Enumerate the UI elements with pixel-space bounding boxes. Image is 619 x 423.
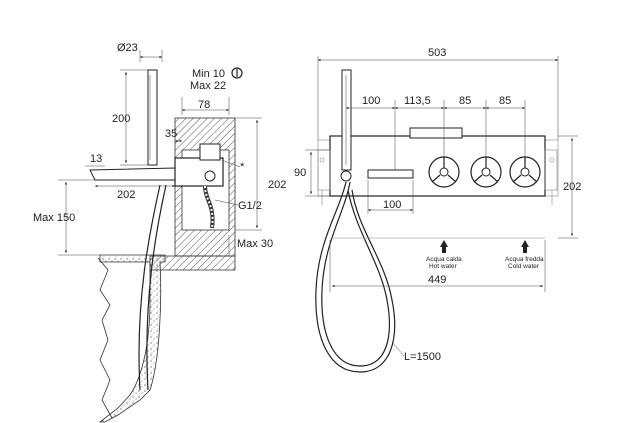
- valve-body-side: [174, 157, 224, 187]
- dim-100-top: 100: [362, 95, 380, 107]
- handle-2: [470, 156, 502, 188]
- hot-water-label-en: Hot water: [429, 263, 458, 270]
- handle-3: [509, 156, 541, 188]
- hand-shower-side: [147, 69, 158, 166]
- dim-max-30: Max 30: [237, 238, 273, 250]
- cold-water-label-it: Acqua fredda: [505, 256, 544, 263]
- dim-200: 200: [112, 113, 130, 125]
- dim-diameter-23: Ø23: [117, 42, 138, 54]
- cold-water-label-en: Cold water: [508, 263, 540, 270]
- dim-78: 78: [198, 99, 210, 111]
- dim-202-front: 202: [563, 181, 581, 193]
- dim-100-bottom: 100: [383, 199, 401, 211]
- handle-1: [428, 156, 460, 188]
- dim-202-right: 202: [268, 179, 286, 191]
- hot-water-label-it: Acqua calda: [426, 256, 462, 263]
- bathtub-section: [98, 254, 166, 423]
- dim-202-left: 202: [117, 189, 135, 201]
- thread-g12: G1/2: [238, 200, 262, 212]
- dim-503: 503: [428, 47, 446, 59]
- dim-13: 13: [90, 153, 102, 165]
- dim-449: 449: [428, 274, 446, 286]
- spout-front: [367, 169, 414, 179]
- dim-max-22: Max 22: [190, 80, 226, 92]
- star-note: *: [240, 161, 245, 173]
- spout-side: [89, 167, 176, 181]
- front-view: 503 100 113,5 85 85 90 202 100 449 Acqua: [294, 47, 581, 373]
- hand-shower-front: [341, 69, 352, 171]
- side-view: Ø23 200 Min 10 Max 22 78 35 13 202 Max 1…: [33, 42, 286, 423]
- dim-85-b: 85: [499, 95, 511, 107]
- hose-length-label: L=1500: [404, 351, 441, 363]
- dim-min-10: Min 10: [192, 68, 225, 80]
- dim-85-a: 85: [459, 95, 471, 107]
- dim-35: 35: [165, 128, 177, 140]
- dim-113-5: 113,5: [404, 95, 431, 107]
- tub-outline: [97, 257, 113, 419]
- dim-max-150: Max 150: [33, 212, 75, 224]
- dim-90: 90: [294, 167, 306, 179]
- cold-water-arrow-icon: [521, 240, 529, 253]
- hot-water-arrow-icon: [440, 240, 448, 253]
- shower-hose-loop: [315, 181, 396, 373]
- floor-slab: [149, 255, 236, 271]
- hose-side: [138, 184, 161, 391]
